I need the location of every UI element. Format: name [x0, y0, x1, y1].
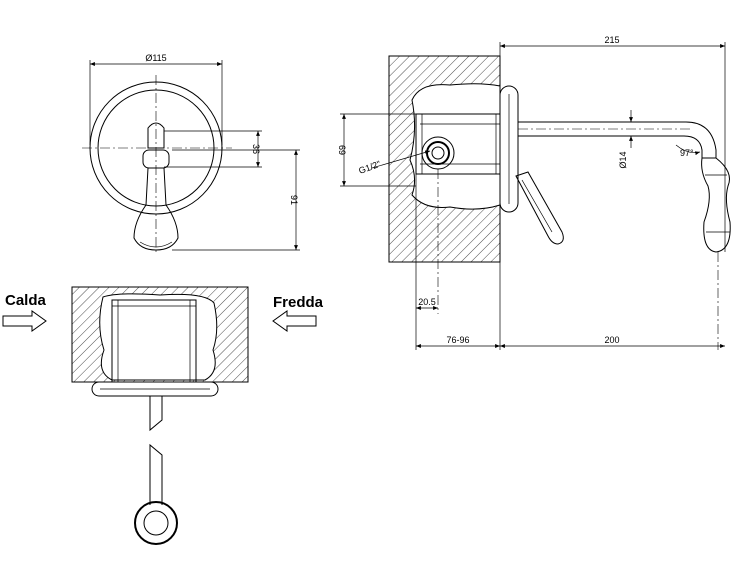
label-cold: Fredda [273, 294, 324, 311]
front-view: Ø115 36 91 [82, 53, 300, 252]
dim-spout-projection: 200 [604, 335, 619, 345]
dim-box-height: 69 [337, 145, 347, 155]
spout-top-edge [518, 121, 717, 158]
dim-spout-diameter: Ø14 [618, 151, 628, 168]
side-cavity [409, 83, 501, 210]
spout-drop [701, 157, 731, 253]
dim-handle-offset: 36 [251, 144, 261, 154]
cold-inlet-arrow [272, 310, 317, 332]
inlet-fitting-inner [431, 146, 445, 160]
dim-inlet-offset: 20.5 [418, 297, 436, 307]
thread-leader [371, 150, 431, 169]
plan-spout-lower [149, 443, 163, 470]
plan-spout-outlet-inner [143, 510, 169, 536]
dim-spout-angle: 97° [680, 148, 694, 158]
side-lever [515, 171, 564, 245]
plan-cavity [99, 293, 218, 381]
dim-lever-length: 91 [289, 195, 299, 205]
plan-spout-upper [149, 396, 163, 432]
plan-view: Calda Fredda [2, 286, 324, 545]
plan-spout-outlet-outer [134, 501, 178, 545]
handle-lever [133, 167, 179, 251]
dim-thread-size: G1/2" [357, 159, 382, 176]
dim-plate-diameter: Ø115 [145, 53, 166, 63]
side-view: 215 69 G1/2" Ø14 97° 20.5 76-96 200 [337, 35, 731, 350]
dim-angle-arc [675, 144, 701, 156]
spout-bottom-edge [518, 135, 703, 158]
plan-cover-plate [91, 381, 219, 397]
side-cover-plate [499, 85, 519, 213]
label-hot: Calda [5, 292, 47, 309]
spout-stub [147, 122, 165, 149]
dim-wall-depth: 76-96 [446, 335, 469, 345]
hot-inlet-arrow [2, 310, 47, 332]
dim-total-length: 215 [604, 35, 619, 45]
